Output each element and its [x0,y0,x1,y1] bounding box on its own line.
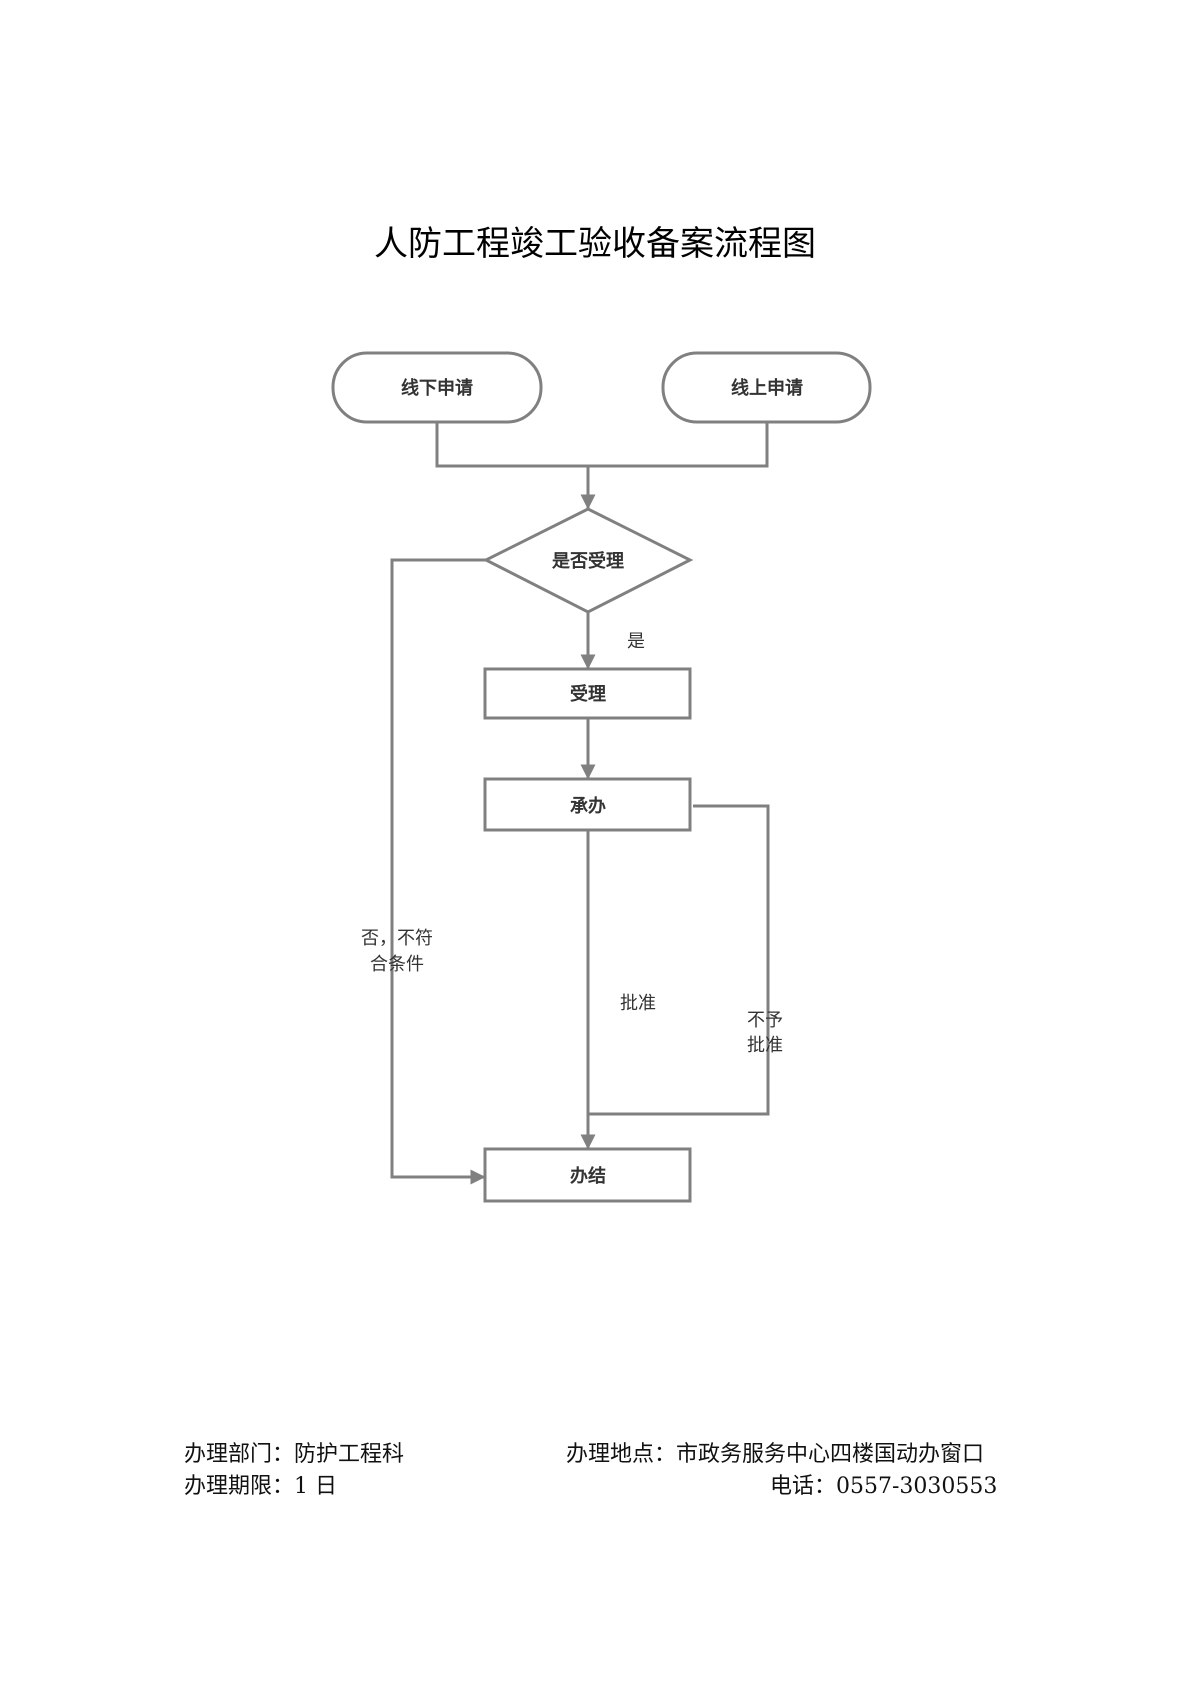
yes-label: 是 [627,631,645,652]
offline-apply-text: 线下申请 [401,377,473,399]
footer-location: 办理地点：市政务服务中心四楼国动办窗口 [566,1442,985,1467]
approve-label: 批准 [620,993,656,1014]
online-apply-text: 线上申请 [731,377,803,399]
page-title: 人防工程竣工验收备案流程图 [374,224,816,264]
no-label-line1: 否，不符 [361,928,433,949]
no-label-line2: 合条件 [370,954,424,975]
reject-label-line2: 批准 [747,1035,783,1056]
reject-label-line1: 不予 [747,1010,783,1031]
reject-connector [588,804,770,1116]
handle-node [483,777,692,832]
handle-text: 承办 [570,795,606,817]
finish-text: 办结 [570,1165,606,1187]
footer-time-limit: 办理期限：1 日 [184,1474,337,1499]
footer-department: 办理部门：防护工程科 [184,1442,405,1467]
merge-connector [435,422,769,468]
arrow-no [390,558,486,1185]
footer-phone: 电话：0557-3030553 [770,1474,998,1499]
finish-node [483,1147,692,1203]
accept-node [483,667,692,720]
accept-text: 受理 [570,683,606,705]
decision-text: 是否受理 [551,550,624,572]
